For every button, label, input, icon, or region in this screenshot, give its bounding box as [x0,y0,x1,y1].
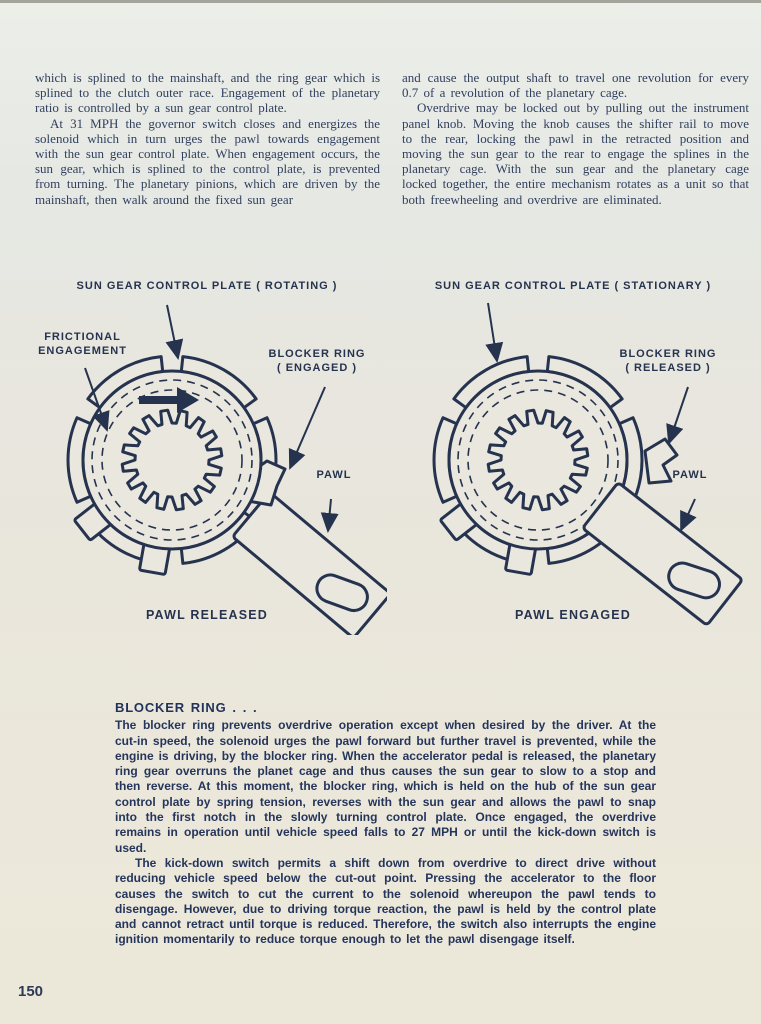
pawl-engaged-diagram [432,302,743,626]
pawl-shape [232,492,387,635]
text-column-right: and cause the output shaft to travel one… [402,70,749,207]
sun-gear-shape [120,408,224,512]
label-sun-gear-control-plate: SUN GEAR CONTROL PLATE ( STATIONARY ) [434,280,712,292]
label-pawl: PAWL [672,469,708,481]
leader-control-plate [485,302,504,363]
sun-gear-control-plate-shape [447,369,629,551]
label-frictional-engagement: FRICTIONAL ENGAGEMENT [38,331,127,357]
paragraph: At 31 MPH the governor switch closes and… [35,115,380,207]
paragraph: Overdrive may be locked out by pulling o… [402,100,749,207]
pawl-shape [582,482,743,626]
paragraph: The blocker ring prevents overdrive oper… [115,718,656,855]
figure-pawl-engaged: SUN GEAR CONTROL PLATE ( STATIONARY ) BL… [393,275,753,635]
label-blocker-ring: BLOCKER RING ( RELEASED ) [619,348,717,374]
blocker-ring-section: BLOCKER RING . . . The blocker ring prev… [115,700,656,948]
sun-gear-shape [486,408,590,512]
pawl-released-diagram [66,304,387,635]
section-heading: BLOCKER RING . . . [115,700,258,715]
label-pawl: PAWL [316,469,352,481]
paragraph: which is splined to the mainshaft, and t… [35,70,380,116]
label-blocker-ring: BLOCKER RING ( ENGAGED ) [268,348,366,374]
figure-caption: PAWL ENGAGED [514,608,632,622]
leader-blocker [666,386,689,445]
leader-pawl [320,498,339,533]
rotation-arrow-icon [139,387,199,413]
paragraph: and cause the output shaft to travel one… [402,70,749,101]
sun-gear-control-plate-shape [81,369,263,551]
leader-pawl [680,498,697,532]
label-sun-gear-control-plate: SUN GEAR CONTROL PLATE ( ROTATING ) [76,280,338,292]
leader-blocker [288,386,326,470]
page-number: 150 [18,983,44,1000]
figure-caption: PAWL RELEASED [145,608,269,622]
blocker-ring-shape [643,437,679,485]
leader-frictional [84,367,110,432]
paragraph: The kick-down switch permits a shift dow… [115,855,656,947]
leader-control-plate [165,304,184,360]
figure-pawl-released: SUN GEAR CONTROL PLATE ( ROTATING ) FRIC… [27,275,387,635]
text-column-left: which is splined to the mainshaft, and t… [35,70,380,207]
